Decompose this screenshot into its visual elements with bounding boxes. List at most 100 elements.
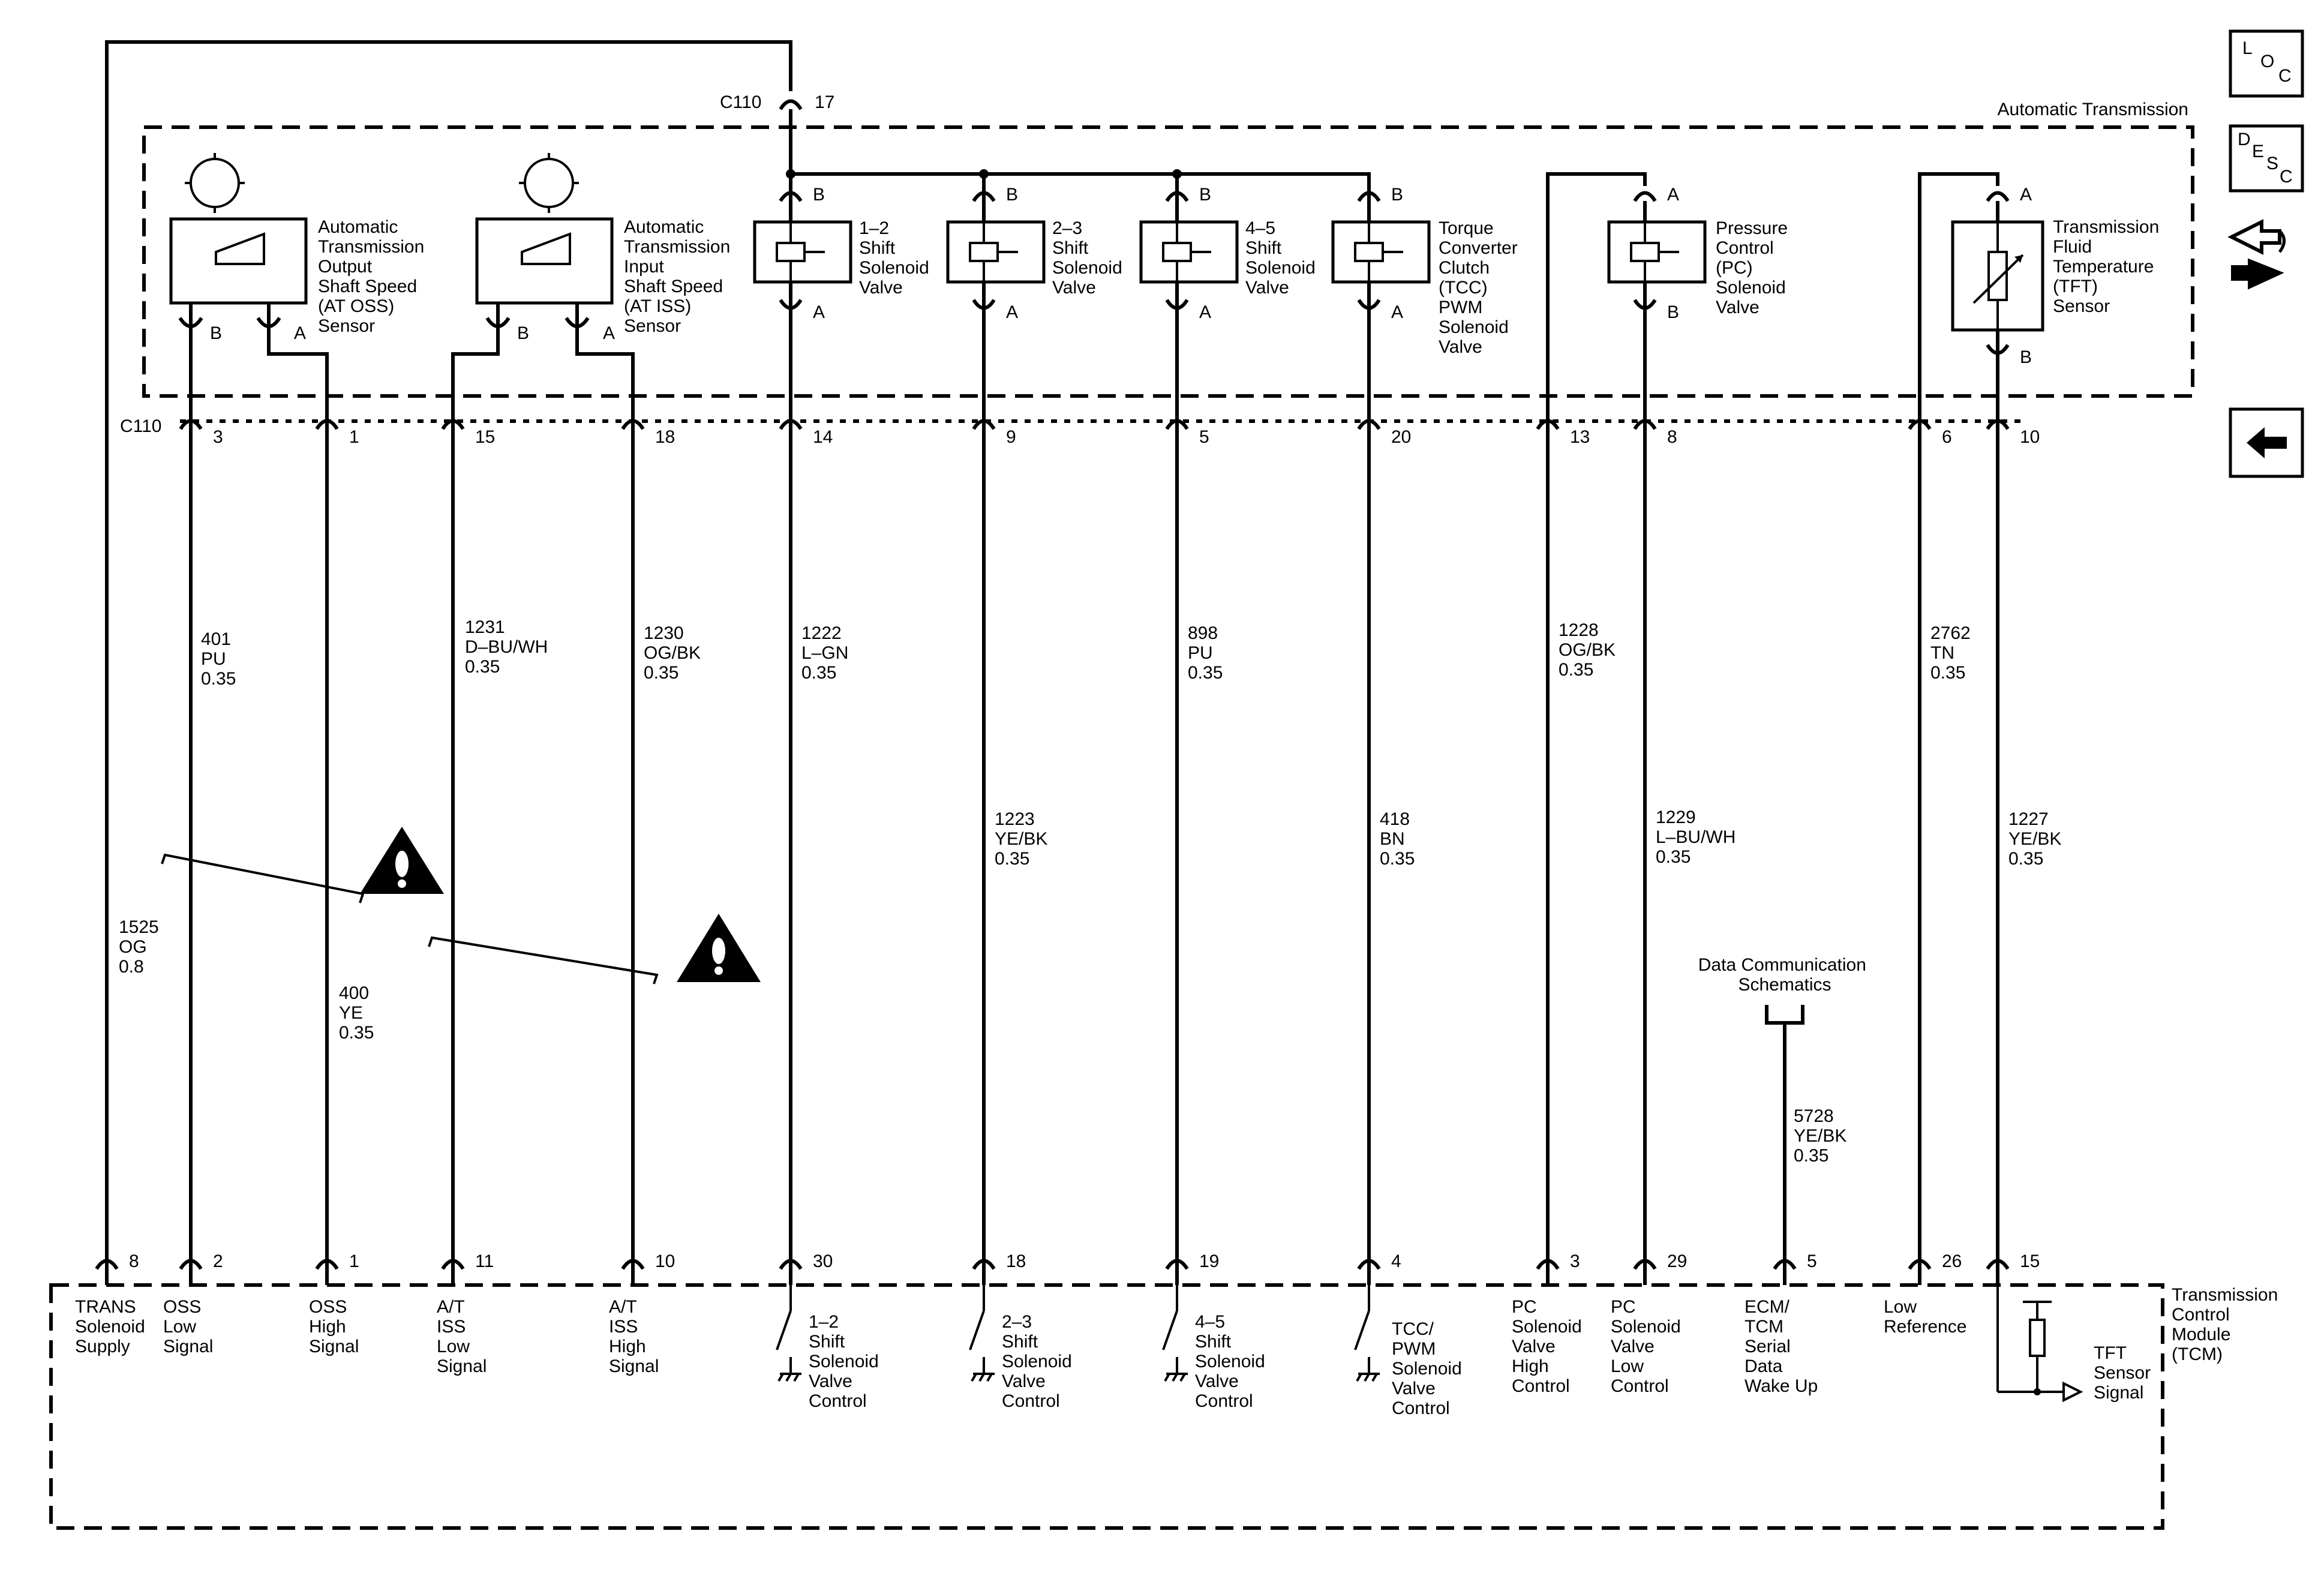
- gear-icon: [190, 158, 240, 208]
- svg-text:C: C: [2280, 167, 2293, 187]
- svg-text:11: 11: [475, 1251, 494, 1271]
- gear-icon: [524, 158, 574, 208]
- svg-text:A: A: [603, 323, 615, 343]
- svg-text:19: 19: [1199, 1251, 1219, 1271]
- svg-text:A: A: [813, 302, 825, 322]
- c110-label: C110: [120, 416, 162, 436]
- solenoid-2-3: B A 2–3 Shift Solenoid Valve: [946, 174, 1127, 322]
- svg-text:9: 9: [1006, 427, 1016, 447]
- svg-text:B: B: [1667, 302, 1679, 322]
- wire-400: [267, 327, 329, 1260]
- wire-1230: [575, 327, 635, 1260]
- svg-text:A: A: [1667, 185, 1679, 205]
- svg-text:8: 8: [1667, 427, 1677, 447]
- svg-text:3: 3: [1570, 1251, 1580, 1271]
- svg-text:20: 20: [1391, 427, 1411, 447]
- svg-text:B: B: [1006, 185, 1018, 205]
- data-comm-label: Data Communication Schematics: [1698, 955, 1871, 995]
- solenoid-4-5: B A 4–5 Shift Solenoid Valve: [1139, 174, 1320, 322]
- tcm-label: Transmission Control Module (TCM): [2172, 1285, 2283, 1364]
- svg-text:1: 1: [349, 1251, 359, 1271]
- svg-text:10: 10: [2020, 427, 2040, 447]
- svg-text:D: D: [2238, 130, 2251, 149]
- data-comm-bracket: [1765, 1005, 1804, 1025]
- svg-text:15: 15: [2020, 1251, 2040, 1271]
- solenoid-4-5-label: 4–5 Shift Solenoid Valve: [1245, 218, 1320, 298]
- left-arrow-icon: [2247, 427, 2287, 458]
- tcm-boundary: [49, 1283, 2164, 1530]
- svg-text:L: L: [2242, 38, 2253, 58]
- back-button[interactable]: [2229, 407, 2304, 478]
- svg-text:A: A: [1199, 302, 1211, 322]
- svg-text:5: 5: [1199, 427, 1209, 447]
- solenoid-tcc: B A Torque Converter Clutch (TCC) PWM So…: [1331, 174, 1523, 357]
- svg-text:B: B: [210, 323, 222, 343]
- connector-swap-icon[interactable]: [2227, 219, 2286, 290]
- svg-text:5: 5: [1807, 1251, 1817, 1271]
- tcm-low-side-drivers: [776, 1285, 1380, 1382]
- svg-text:30: 30: [813, 1251, 833, 1271]
- wire-1525-supply: [105, 40, 792, 1260]
- tcm-tft-pullup: [1996, 1285, 2083, 1403]
- svg-text:A: A: [1006, 302, 1018, 322]
- wire-1231: [451, 327, 500, 1260]
- svg-text:E: E: [2252, 142, 2264, 161]
- svg-text:B: B: [813, 185, 825, 205]
- svg-text:15: 15: [475, 427, 495, 447]
- svg-text:18: 18: [1006, 1251, 1026, 1271]
- svg-text:10: 10: [655, 1251, 675, 1271]
- sensor-pickup-icon: [215, 232, 265, 265]
- c110-top-label: C110: [720, 92, 762, 112]
- svg-text:S: S: [2266, 154, 2278, 173]
- svg-text:B: B: [1391, 185, 1403, 205]
- svg-text:A: A: [294, 323, 306, 343]
- solenoid-2-3-label: 2–3 Shift Solenoid Valve: [1052, 218, 1127, 298]
- loc-button[interactable]: L O C: [2229, 29, 2304, 98]
- sensor-pickup-icon: [521, 232, 571, 265]
- svg-text:6: 6: [1942, 427, 1952, 447]
- twisted-pair-iss: [428, 914, 761, 984]
- svg-text:1: 1: [349, 427, 359, 447]
- svg-text:B: B: [517, 323, 529, 343]
- svg-text:O: O: [2260, 52, 2274, 71]
- desc-button[interactable]: D E S C: [2229, 124, 2304, 193]
- svg-text:13: 13: [1570, 427, 1590, 447]
- solenoid-1-2: B A 1–2 Shift Solenoid Valve: [753, 174, 929, 322]
- solenoid-tcc-label: Torque Converter Clutch (TCC) PWM Soleno…: [1439, 218, 1523, 357]
- svg-text:14: 14: [813, 427, 833, 447]
- svg-text:A: A: [1391, 302, 1403, 322]
- c110-top-pin-number: 17: [815, 92, 834, 112]
- svg-text:18: 18: [655, 427, 675, 447]
- automatic-transmission-label: Automatic Transmission: [1998, 100, 2188, 119]
- c110-top-pin: [779, 99, 803, 110]
- signal-arrow-icon: [2062, 1381, 2083, 1403]
- tft-sensor-label: Transmission Fluid Temperature (TFT) Sen…: [2053, 217, 2164, 316]
- svg-text:2: 2: [213, 1251, 223, 1271]
